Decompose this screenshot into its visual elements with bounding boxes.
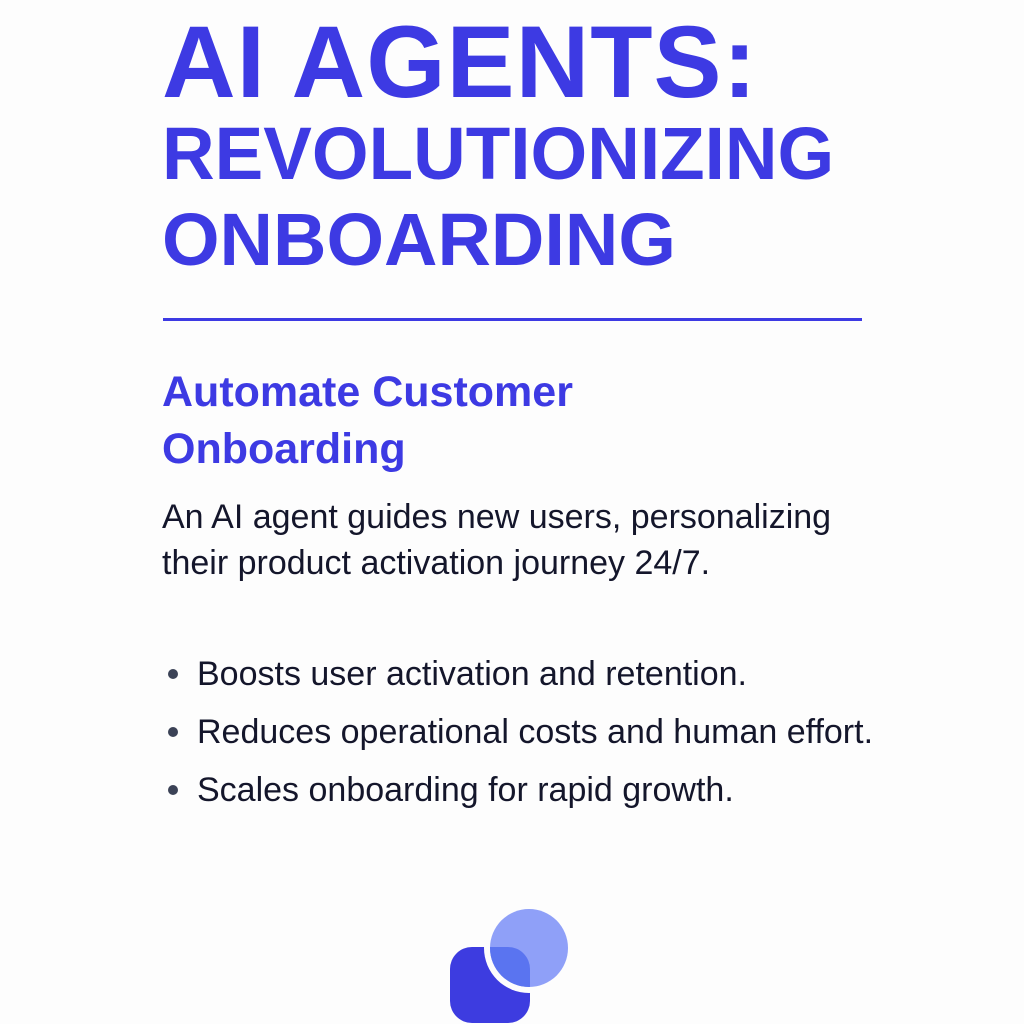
title-line-3: ONBOARDING (162, 198, 676, 281)
list-item-text: Boosts user activation and retention. (197, 655, 747, 693)
benefits-list: Boosts user activation and retention. Re… (162, 650, 873, 824)
title-divider (163, 318, 862, 321)
list-item-text: Scales onboarding for rapid growth. (197, 771, 734, 809)
list-item: Scales onboarding for rapid growth. (162, 766, 873, 824)
overlapping-shapes-logo-icon (446, 904, 576, 1024)
list-item: Boosts user activation and retention. (162, 650, 873, 708)
title-line-2: REVOLUTIONIZING (162, 112, 835, 195)
bullet-dot-icon (168, 727, 178, 737)
bullet-dot-icon (168, 669, 178, 679)
list-item-text: Reduces operational costs and human effo… (197, 713, 874, 751)
list-item: Reduces operational costs and human effo… (162, 708, 873, 766)
subheading: Automate Customer Onboarding (162, 368, 573, 473)
body-paragraph: An AI agent guides new users, personaliz… (162, 498, 832, 582)
bullet-dot-icon (168, 785, 178, 795)
title-line-1: AI AGENTS: (162, 5, 758, 119)
